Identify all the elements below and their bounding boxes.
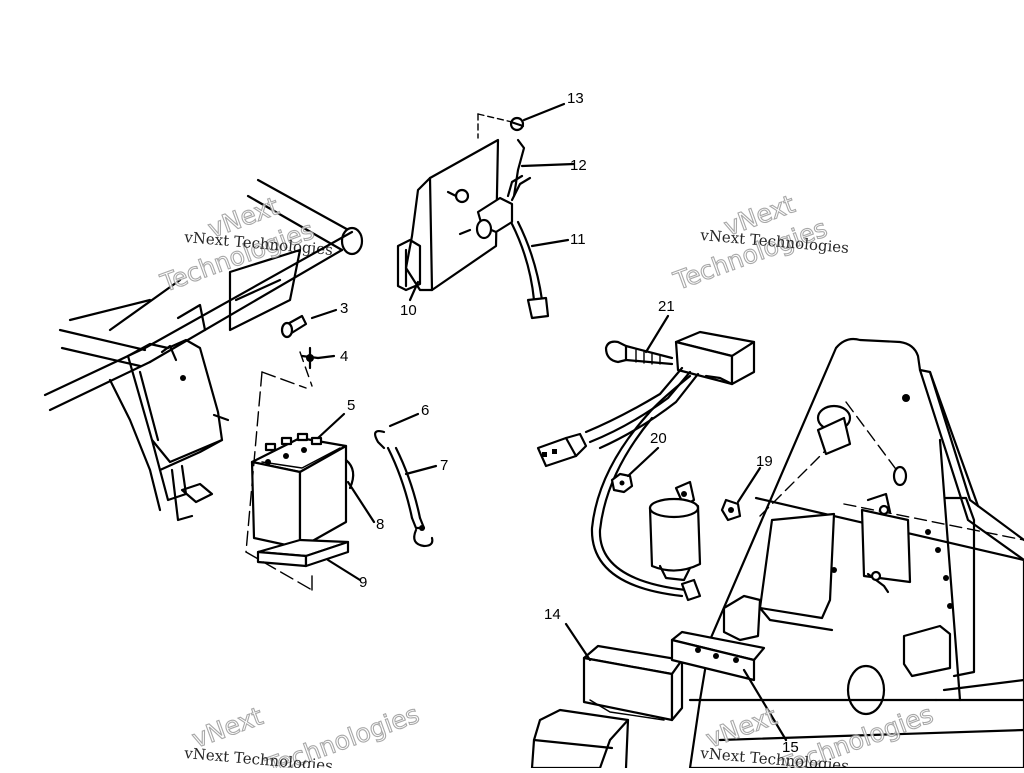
coil-washer <box>720 498 742 522</box>
battery-bracket <box>108 338 230 522</box>
callout-19: 19 <box>756 453 773 470</box>
ignition-coil <box>648 480 702 582</box>
battery <box>250 432 355 550</box>
coil-nut <box>610 472 634 494</box>
battery-pad <box>256 538 350 568</box>
mounting-bolt <box>604 340 674 366</box>
callout-21: 21 <box>658 298 675 315</box>
mounting-panel <box>688 337 1024 770</box>
battery-screw <box>300 346 320 370</box>
coil-bracket <box>396 113 550 320</box>
wire-harness <box>536 366 702 602</box>
callout-14: 14 <box>544 606 561 623</box>
callout-4: 4 <box>340 348 348 365</box>
watermark-bottom-left: vNext Technologies vNext Technologies <box>183 699 424 773</box>
control-module <box>582 644 684 722</box>
callout-12: 12 <box>570 157 587 174</box>
callout-3: 3 <box>340 300 348 317</box>
callout-labels: 13 12 11 10 3 4 5 6 7 8 9 21 20 19 14 15 <box>340 90 799 756</box>
battery-dashed-guides <box>245 351 313 591</box>
battery-vent-fitting <box>280 314 308 339</box>
callout-9: 9 <box>359 574 367 591</box>
leader-lines <box>310 102 788 742</box>
callout-15: 15 <box>782 739 799 756</box>
callout-13: 13 <box>567 90 584 107</box>
callout-7: 7 <box>440 457 448 474</box>
module-bracket <box>670 630 766 682</box>
callout-6: 6 <box>421 402 429 419</box>
battery-cable <box>374 430 434 548</box>
callout-10: 10 <box>400 302 417 319</box>
watermark-top-right: Technologies vNext vNext Technologies <box>669 189 850 297</box>
callout-11: 11 <box>570 231 586 248</box>
callout-20: 20 <box>650 430 667 447</box>
lower-bracket <box>530 708 630 770</box>
callout-8: 8 <box>376 516 384 533</box>
callout-5: 5 <box>347 397 355 414</box>
frame-tubes <box>43 178 364 412</box>
rectifier-module <box>674 330 756 386</box>
